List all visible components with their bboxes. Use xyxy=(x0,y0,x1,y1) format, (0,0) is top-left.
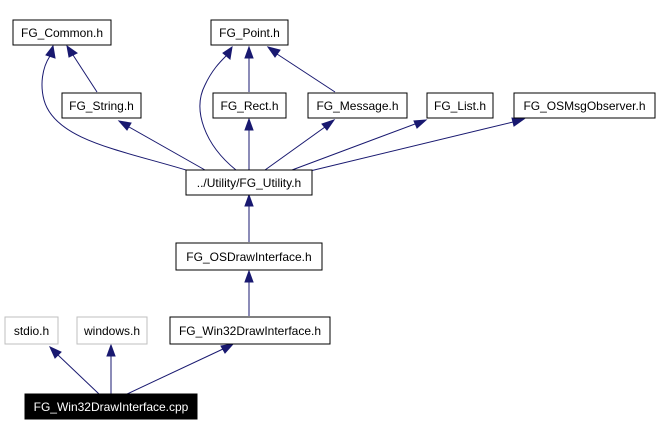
edge-osdraw-to-utility xyxy=(244,193,254,242)
node-stdio-label: stdio.h xyxy=(14,324,49,338)
node-fg-string-label: FG_String.h xyxy=(69,99,134,113)
node-fg-common[interactable]: FG_Common.h xyxy=(12,19,112,46)
node-fg-point-label: FG_Point.h xyxy=(219,26,280,40)
node-fg-rect[interactable]: FG_Rect.h xyxy=(212,92,287,119)
node-fg-message[interactable]: FG_Message.h xyxy=(307,92,408,119)
node-fg-message-label: FG_Message.h xyxy=(316,99,398,113)
edge-rect-to-point xyxy=(244,45,254,92)
node-stdio[interactable]: stdio.h xyxy=(4,316,59,345)
edge-utility-to-string xyxy=(117,120,206,171)
node-windows-label: windows.h xyxy=(83,324,140,338)
node-fg-utility[interactable]: ../Utility/FG_Utility.h xyxy=(185,169,313,196)
edge-utility-to-osmsgobserver xyxy=(309,117,526,172)
edge-string-to-common xyxy=(66,44,98,93)
node-fg-win32drawinterface-cpp[interactable]: FG_Win32DrawInterface.cpp xyxy=(24,393,198,420)
edge-utility-to-list xyxy=(291,119,428,171)
edge-utility-to-common xyxy=(41,44,187,171)
edge-cpp-to-win32h xyxy=(126,343,235,395)
edge-win32h-to-osdraw xyxy=(244,269,254,316)
node-fg-list-label: FG_List.h xyxy=(434,99,486,113)
node-fg-utility-label: ../Utility/FG_Utility.h xyxy=(197,176,301,190)
node-fg-osmsgobserver-label: FG_OSMsgObserver.h xyxy=(523,99,645,113)
node-fg-osdrawinterface[interactable]: FG_OSDrawInterface.h xyxy=(175,242,323,271)
node-fg-osmsgobserver[interactable]: FG_OSMsgObserver.h xyxy=(513,92,656,119)
node-fg-point[interactable]: FG_Point.h xyxy=(210,19,289,46)
nodes-layer: FG_Common.h FG_Point.h FG_String.h FG_Re… xyxy=(4,19,656,420)
node-fg-list[interactable]: FG_List.h xyxy=(426,92,494,119)
edge-utility-to-rect xyxy=(244,117,254,170)
edge-cpp-to-windows xyxy=(106,343,116,394)
node-fg-osdrawinterface-label: FG_OSDrawInterface.h xyxy=(186,250,311,264)
node-windows[interactable]: windows.h xyxy=(76,316,148,345)
edges-layer xyxy=(41,44,526,395)
edge-cpp-to-stdio xyxy=(48,345,100,395)
edge-message-to-point xyxy=(266,46,336,93)
node-fg-win32drawinterface-cpp-label: FG_Win32DrawInterface.cpp xyxy=(34,400,189,414)
node-fg-win32drawinterface-h[interactable]: FG_Win32DrawInterface.h xyxy=(169,316,331,345)
node-fg-win32drawinterface-h-label: FG_Win32DrawInterface.h xyxy=(179,324,321,338)
node-fg-rect-label: FG_Rect.h xyxy=(220,99,278,113)
node-fg-common-label: FG_Common.h xyxy=(21,26,103,40)
node-fg-string[interactable]: FG_String.h xyxy=(61,92,142,119)
edge-utility-to-point xyxy=(199,45,237,171)
edge-utility-to-message xyxy=(264,119,336,171)
